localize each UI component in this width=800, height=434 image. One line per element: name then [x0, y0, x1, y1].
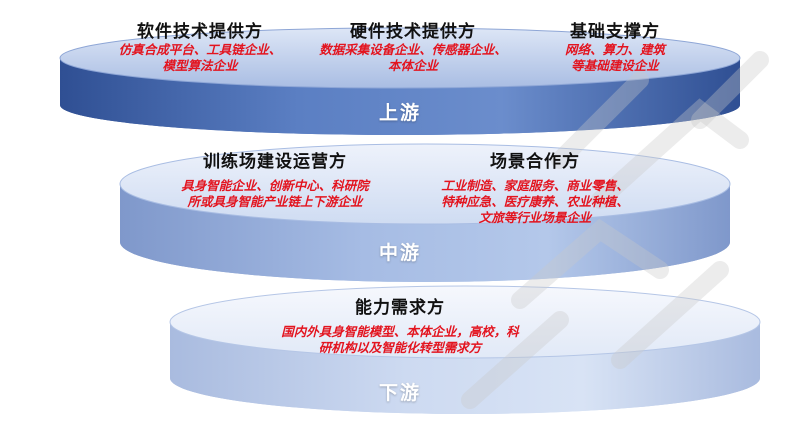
software-provider-detail-line-1: 仿真合成平台、工具链企业、	[118, 42, 282, 57]
upstream-tier-label: 上游	[378, 102, 421, 124]
scenario-partner-detail-line-3: 文旅等行业场景企业	[478, 210, 592, 225]
infrastructure-provider-group: 基础支撑方 网络、算力、建筑 等基础建设企业	[530, 22, 700, 74]
training-ground-operator-group: 训练场建设运营方 具身智能企业、创新中心、科研院 所或具身智能产业链上下游企业	[145, 152, 405, 210]
software-provider-group: 软件技术提供方 仿真合成平台、工具链企业、 模型算法企业	[100, 22, 300, 74]
training-ground-operator-detail-line-1: 具身智能企业、创新中心、科研院	[181, 178, 369, 193]
infrastructure-provider-title: 基础支撑方	[570, 22, 660, 42]
training-ground-operator-detail-line-2: 所或具身智能产业链上下游企业	[187, 194, 363, 209]
downstream-tier-label: 下游	[378, 382, 421, 404]
midstream-tier-label: 中游	[378, 242, 421, 264]
hardware-provider-detail-line-2: 本体企业	[387, 58, 438, 73]
scenario-partner-group: 场景合作方 工业制造、家庭服务、商业零售、 特种应急、医疗康养、农业种植、 文旅…	[410, 152, 660, 226]
infrastructure-provider-detail-line-1: 网络、算力、建筑	[564, 42, 665, 57]
capability-demander-group: 能力需求方 国内外具身智能模型、本体企业，高校，科 研机构以及智能化转型需求方	[245, 298, 555, 356]
midstream-disc	[119, 143, 731, 282]
capability-demander-title: 能力需求方	[355, 298, 445, 318]
software-provider-detail-line-2: 模型算法企业	[162, 58, 238, 73]
training-ground-operator-title: 训练场建设运营方	[203, 152, 347, 172]
scenario-partner-detail-line-2: 特种应急、医疗康养、农业种植、	[441, 194, 629, 209]
downstream-disc	[169, 285, 761, 414]
hardware-provider-detail-line-1: 数据采集设备企业、传感器企业、	[319, 42, 507, 57]
infrastructure-provider-detail-line-2: 等基础建设企业	[571, 58, 659, 73]
scenario-partner-detail-line-1: 工业制造、家庭服务、商业零售、	[441, 178, 629, 193]
scenario-partner-title: 场景合作方	[490, 152, 580, 172]
hardware-provider-group: 硬件技术提供方 数据采集设备企业、传感器企业、 本体企业	[298, 22, 528, 74]
software-provider-title: 软件技术提供方	[137, 22, 263, 42]
capability-demander-detail-line-2: 研机构以及智能化转型需求方	[318, 340, 482, 355]
capability-demander-detail-line-1: 国内外具身智能模型、本体企业，高校，科	[281, 324, 519, 339]
upstream-disc	[59, 27, 741, 135]
hardware-provider-title: 硬件技术提供方	[350, 22, 476, 42]
